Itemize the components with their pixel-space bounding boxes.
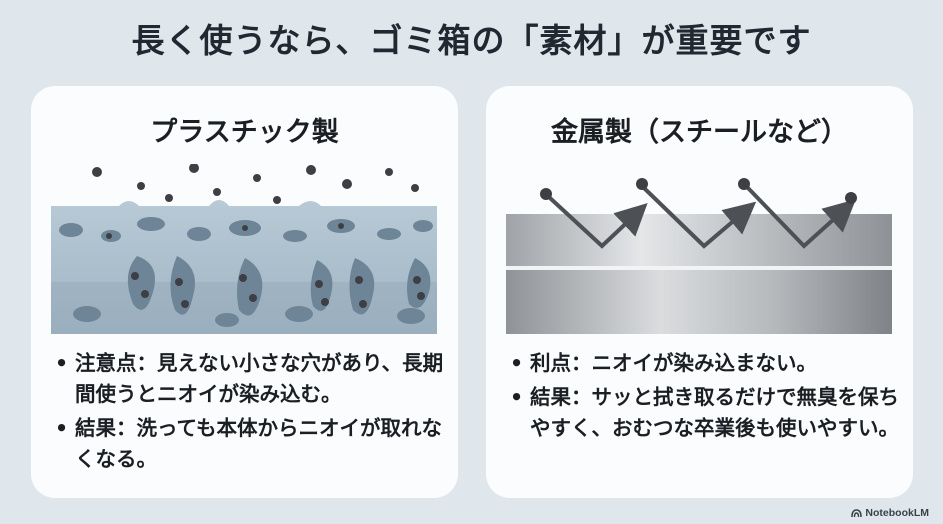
metal-card: 金属製（スチールなど） (486, 86, 913, 498)
plastic-pores (59, 217, 433, 327)
bounce-arrows (548, 186, 856, 249)
plastic-card: プラスチック製 (31, 86, 458, 498)
notebooklm-logo-icon (851, 508, 863, 517)
plastic-heading: プラスチック製 (150, 117, 339, 148)
plastic-surface-svg (51, 164, 437, 334)
plastic-bullet-caution: 注意点：見えない小さな穴があり、長期間使うとニオイが染み込む。 (53, 348, 448, 410)
page-title: 長く使うなら、ゴミ箱の「素材」が重要です (131, 21, 812, 60)
metal-surface-svg (506, 178, 892, 334)
metal-heading: 金属製（スチールなど） (551, 117, 848, 148)
metal-bullet-result: 結果：サッと拭き取るだけで無臭を保ちやすく、おむつな卒業後も使いやすい。 (508, 382, 903, 444)
plastic-bullet-result: 結果：洗っても本体からニオイが取れなくなる。 (53, 413, 448, 475)
bounce-particles (540, 178, 857, 204)
plastic-bullets: 注意点：見えない小さな穴があり、長期間使うとニオイが染み込む。 結果：洗っても本… (53, 348, 448, 478)
metal-plate-edge (506, 266, 892, 270)
odor-particles (92, 164, 425, 308)
metal-surface-illustration (504, 164, 894, 344)
metal-bullets: 利点：ニオイが染み込まない。 結果：サッと拭き取るだけで無臭を保ちやすく、おむつ… (508, 348, 903, 447)
brand-label: NotebookLM (865, 507, 929, 519)
metal-bullet-benefit: 利点：ニオイが染み込まない。 (508, 348, 903, 379)
notebooklm-brand: NotebookLM (851, 507, 929, 519)
metal-plate-lower (506, 270, 892, 334)
plastic-cross-section-illustration (49, 164, 439, 344)
